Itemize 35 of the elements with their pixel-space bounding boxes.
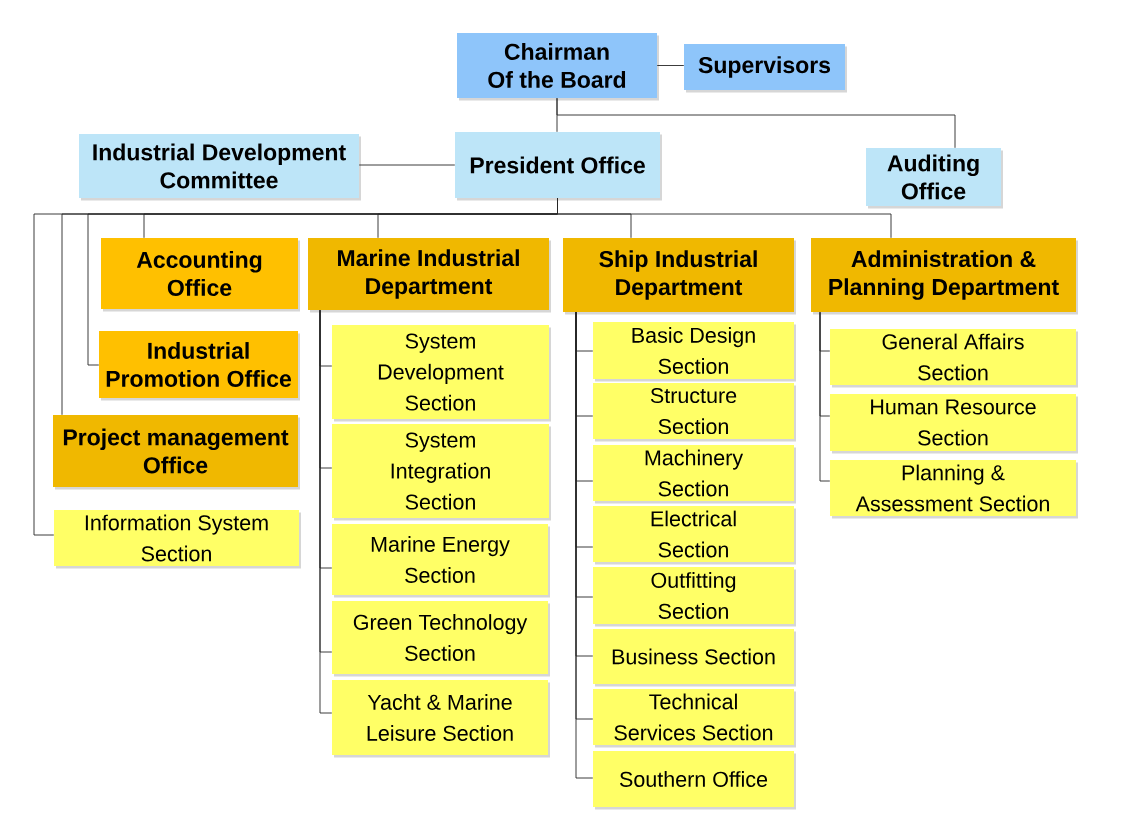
department-box: Administration & Planning Department	[811, 238, 1078, 315]
unit-box: Supervisors	[684, 44, 847, 93]
unit-box: President Office	[455, 132, 662, 201]
section-box: Technical Services Section	[593, 689, 796, 748]
connector-line	[656, 65, 685, 66]
unit-box: Chairman Of the Board	[457, 33, 659, 101]
section-box: Marine Energy Section	[332, 524, 550, 598]
section-box: Green Technology Section	[332, 601, 550, 677]
section-box: Structure Section	[593, 383, 796, 442]
section-box: System Development Section	[332, 325, 551, 422]
connector-line	[319, 309, 333, 714]
unit-box: Industrial Development Committee	[79, 134, 361, 201]
section-box: General Affairs Section	[830, 329, 1078, 388]
unit-box: Auditing Office	[866, 148, 1003, 209]
connector-line	[556, 97, 956, 149]
section-box: Machinery Section	[593, 445, 796, 504]
section-box: Basic Design Section	[593, 322, 796, 382]
section-box: Electrical Section	[593, 506, 796, 565]
department-box: Ship Industrial Department	[563, 238, 796, 315]
section-box: Planning & Assessment Section	[830, 460, 1078, 519]
section-box: System Integration Section	[332, 424, 551, 521]
section-box: Information System Section	[54, 510, 301, 569]
connector-line	[358, 164, 456, 166]
department-box: Project management Office	[53, 415, 300, 490]
connector-line	[575, 311, 594, 779]
connector-line	[819, 311, 831, 482]
section-box: Business Section	[593, 629, 796, 687]
section-box: Human Resource Section	[830, 394, 1078, 454]
connector-line	[33, 197, 892, 536]
office-box: Accounting Office	[101, 238, 300, 312]
office-box: Industrial Promotion Office	[99, 331, 300, 401]
department-box: Marine Industrial Department	[308, 238, 551, 313]
section-box: Yacht & Marine Leisure Section	[332, 680, 550, 758]
section-box: Outfitting Section	[593, 567, 796, 627]
section-box: Southern Office	[593, 751, 796, 810]
